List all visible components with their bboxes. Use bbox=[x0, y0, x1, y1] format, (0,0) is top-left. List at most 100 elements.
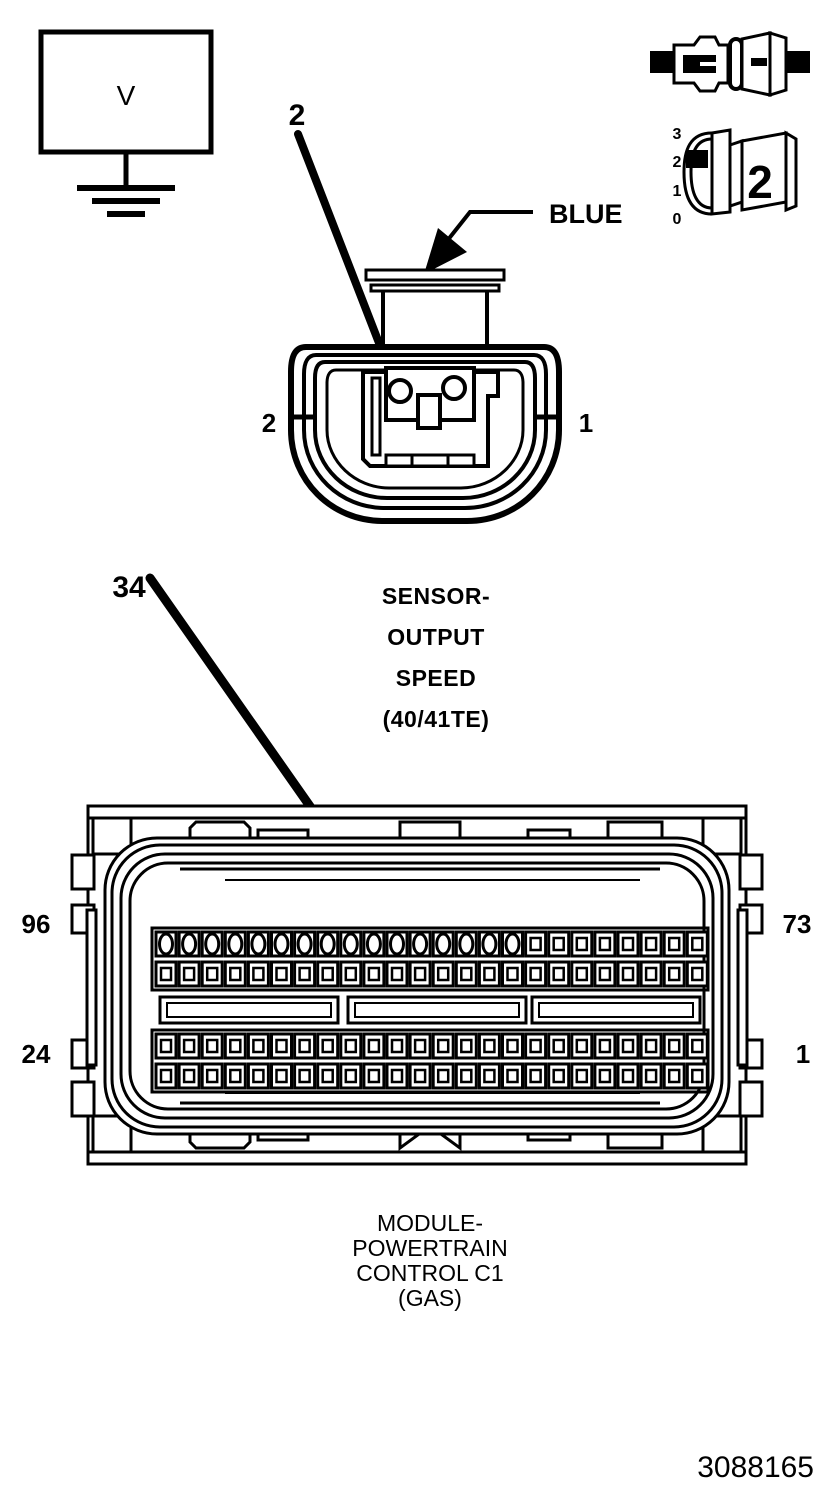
sensor-cavity-pin-2 bbox=[387, 378, 413, 404]
pcm-pin-terminal bbox=[159, 1038, 173, 1054]
shell-fourth bbox=[325, 368, 525, 490]
key-ring-inner bbox=[689, 137, 713, 210]
pcm-caption-line-2: POWERTRAIN bbox=[352, 1235, 507, 1261]
pcm-center-slots bbox=[158, 995, 702, 1025]
pcm-pin-terminal bbox=[529, 936, 542, 952]
pcm-pin-terminal bbox=[598, 936, 612, 952]
pcm-pin-terminal bbox=[275, 966, 288, 982]
pcm-pin-terminal bbox=[367, 1038, 381, 1054]
pcm-pin-terminal bbox=[252, 1068, 265, 1084]
male-connector-keyway bbox=[683, 55, 716, 73]
pcm-center-slot-1-inner bbox=[166, 1002, 332, 1018]
pcm-pin-terminal bbox=[667, 966, 681, 982]
pcm-pin-terminal bbox=[598, 1038, 612, 1054]
pcm-pin-terminal bbox=[229, 1038, 242, 1054]
keyway-number-label: 2 bbox=[747, 156, 773, 208]
pcm-pin-row-lower-a bbox=[154, 1032, 709, 1060]
pcm-right-rail bbox=[736, 908, 749, 1067]
pcm-pin-terminal bbox=[575, 966, 589, 982]
pcm-connector-c1: 96 24 73 1 bbox=[22, 804, 811, 1166]
pcm-pin-terminal bbox=[598, 966, 612, 982]
pcm-pin-terminal bbox=[205, 966, 219, 982]
callout-2-label: 2 bbox=[289, 99, 306, 132]
pcm-pin-terminal bbox=[182, 966, 196, 982]
sensor-pin-label-right: 1 bbox=[579, 408, 593, 438]
pcm-pin-row-upper-b bbox=[154, 960, 709, 988]
sensor-connector-neck bbox=[364, 268, 506, 347]
pcm-pin-terminal bbox=[159, 1068, 173, 1084]
scale-label-3: 3 bbox=[673, 126, 682, 143]
pcm-pin-terminal bbox=[367, 966, 381, 982]
pcm-pin-terminal bbox=[344, 1068, 358, 1084]
connector-seal-ring bbox=[728, 37, 744, 91]
pcm-pin-terminal bbox=[344, 1038, 358, 1054]
keyway-orientation-illustration: 2 3 2 1 0 bbox=[673, 126, 798, 228]
pcm-pin-terminal bbox=[158, 932, 174, 956]
pcm-pin-terminal bbox=[365, 932, 382, 956]
pcm-pin-terminal bbox=[298, 966, 311, 982]
pcm-pin-terminal bbox=[413, 966, 427, 982]
pcm-pin-terminal bbox=[435, 932, 452, 956]
ground-icon bbox=[77, 152, 175, 217]
male-connector-body bbox=[672, 35, 730, 93]
female-connector-slot bbox=[751, 58, 767, 66]
sensor-caption: SENSOR- OUTPUT SPEED (40/41TE) bbox=[382, 583, 490, 732]
pcm-pin-terminal bbox=[483, 1068, 496, 1084]
pcm-pin-terminal bbox=[252, 1038, 265, 1054]
pcm-pin-terminal bbox=[413, 1038, 427, 1054]
pcm-pin-terminal bbox=[319, 932, 336, 956]
pcm-pin-terminal bbox=[227, 932, 244, 956]
neck-top-flange bbox=[364, 268, 506, 282]
pcm-pin-terminal bbox=[321, 1068, 334, 1084]
right-wire-stub bbox=[786, 51, 810, 73]
blue-arrowhead bbox=[424, 228, 467, 274]
pcm-pin-terminal bbox=[506, 1068, 519, 1084]
pcm-pin-terminal bbox=[691, 936, 704, 952]
pcm-right-tab-4 bbox=[738, 1080, 764, 1118]
pcm-caption: MODULE- POWERTRAIN CONTROL C1 (GAS) bbox=[352, 1210, 507, 1311]
pcm-center-slot-2-inner bbox=[354, 1002, 520, 1018]
pcm-center-slot-3-inner bbox=[538, 1002, 694, 1018]
pcm-pin-terminal bbox=[159, 966, 173, 982]
pcm-pin-terminal bbox=[667, 1038, 681, 1054]
pcm-pin-block-lower-outline bbox=[150, 1028, 710, 1094]
pcm-cavity-label-96: 96 bbox=[22, 909, 51, 939]
pcm-pin-terminal bbox=[552, 1068, 565, 1084]
pcm-cavity-label-24: 24 bbox=[22, 1039, 51, 1069]
pcm-pin-terminal bbox=[460, 1068, 473, 1084]
voltmeter-box bbox=[38, 29, 214, 155]
key-ring-band bbox=[710, 128, 732, 216]
sensor-terminal-block bbox=[361, 366, 500, 468]
pcm-pin-terminal bbox=[229, 966, 242, 982]
connector-keying-detail-group: 2 3 2 1 0 bbox=[650, 30, 810, 228]
pcm-pin-terminal bbox=[390, 1038, 404, 1054]
pcm-pin-terminal bbox=[436, 966, 450, 982]
pcm-pin-terminal bbox=[691, 1068, 704, 1084]
pcm-right-tab-1 bbox=[738, 853, 764, 891]
pcm-pin-row-upper-a bbox=[154, 930, 709, 958]
pcm-pin-terminal bbox=[436, 1068, 450, 1084]
pcm-pin-terminal bbox=[483, 966, 496, 982]
pcm-pin-terminal bbox=[182, 1068, 196, 1084]
pcm-left-mounting-tabs bbox=[70, 853, 98, 1118]
pcm-right-mounting-tabs bbox=[736, 853, 764, 1118]
callout-34-label: 34 bbox=[112, 571, 146, 604]
pcm-pin-terminal bbox=[460, 966, 473, 982]
terminal-center-key bbox=[416, 393, 442, 430]
pcm-left-rail bbox=[85, 908, 98, 1067]
pcm-pin-terminal bbox=[552, 936, 565, 952]
pcm-pin-terminal bbox=[298, 1038, 311, 1054]
pcm-pin-terminal bbox=[506, 966, 519, 982]
pcm-caption-line-1: MODULE- bbox=[377, 1210, 483, 1236]
pcm-pin-terminal bbox=[575, 1038, 589, 1054]
sensor-cavity-pin-1 bbox=[441, 375, 467, 401]
pcm-pin-terminal bbox=[412, 932, 429, 956]
pcm-shell-2 bbox=[110, 843, 724, 1129]
pcm-pin-terminal bbox=[436, 1038, 450, 1054]
pcm-pin-terminal bbox=[644, 1038, 658, 1054]
pcm-pin-terminal bbox=[275, 1038, 288, 1054]
pcm-pin-terminal bbox=[367, 1068, 381, 1084]
pcm-pin-terminal bbox=[273, 932, 290, 956]
